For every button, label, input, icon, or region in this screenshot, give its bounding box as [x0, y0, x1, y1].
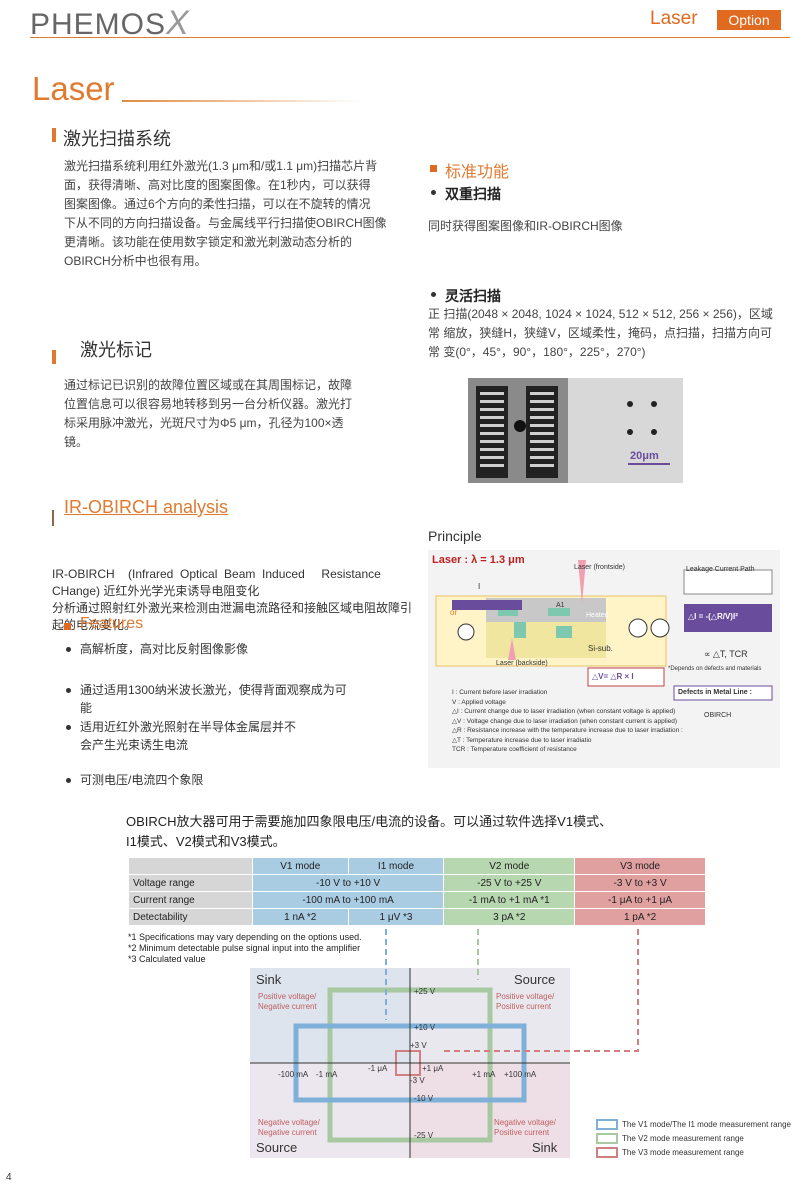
bullet-dot — [66, 725, 71, 730]
feature-item: 可测电压/电流四个象限 — [80, 773, 204, 787]
bullet-dot — [66, 688, 71, 693]
dual-scan-body: 同时获得图案图像和IR-OBIRCH图像 — [428, 219, 623, 233]
flex-scan-body: 正 扫描(2048 × 2048, 1024 × 1024, 512 × 512… — [428, 307, 773, 359]
i-label: +1 mA — [472, 1070, 496, 1079]
table-notes: *1 Specifications may vary depending on … — [128, 932, 362, 964]
marking-body: 通过标记已识别的故障位置区域或在其周围标记，故障位置信息可以很容易地转移到另一台… — [64, 378, 353, 449]
i-label: -1 mA — [316, 1070, 338, 1079]
page-number: 4 — [6, 1172, 12, 1183]
section-bar — [52, 350, 56, 364]
table-header: V3 mode — [574, 857, 706, 875]
header-divider — [30, 37, 790, 38]
table-header: V1 mode — [251, 857, 349, 875]
i-label: +100 mA — [504, 1070, 537, 1079]
laser-mark-image: 20μm — [468, 378, 683, 483]
feature-item: 高解析度，高对比反射图像影像 — [80, 642, 249, 656]
bullet-dot — [431, 292, 436, 297]
option-badge: Option — [717, 10, 781, 30]
brand-logo: PHEMOSX — [30, 4, 190, 42]
standard-heading: 标准功能 — [445, 164, 510, 181]
laser-wavelength: Laser : λ = 1.3 μm — [432, 554, 525, 566]
principle-heading: Principle — [428, 528, 482, 544]
flex-scan-title: 灵活扫描 — [445, 288, 501, 304]
features-heading: Features — [80, 615, 144, 632]
formula-delta-v: △V= △R × I — [592, 672, 634, 681]
laser-back-label: Laser (backside) — [496, 660, 548, 667]
mode-connectors — [385, 929, 639, 1052]
table-row: Detectability 1 nA *2 1 μV *3 3 pA *2 1 … — [128, 908, 706, 926]
table-row: Voltage range -10 V to +10 V -25 V to +2… — [128, 874, 706, 892]
header-category: Laser — [650, 8, 698, 29]
depends-note: *Depends on defects and materials — [668, 666, 762, 672]
i-label: +1 μA — [422, 1064, 444, 1073]
i-label: -100 mA — [278, 1070, 309, 1079]
spec-table: V1 mode I1 mode V2 mode V3 mode Voltage … — [128, 857, 706, 926]
marking-heading: 激光标记 — [80, 340, 152, 360]
title-underline — [122, 100, 362, 102]
or-label: or — [450, 608, 458, 617]
bullet-square — [64, 623, 71, 630]
leakage-label: Leakage Current Path — [686, 566, 755, 573]
table-row: Current range -100 mA to +100 mA -1 mA t… — [128, 891, 706, 909]
defects-label: Defects in Metal Line : — [678, 689, 752, 696]
formula-proportional: ∝ △T, TCR — [704, 649, 748, 659]
bullet-dot — [431, 190, 436, 195]
a1-label: A1 — [556, 602, 565, 609]
bullet-dot — [66, 778, 71, 783]
scan-body: 激光扫描系统利用红外激光(1.3 μm和/或1.1 μm)扫描芯片背面，获得清晰… — [64, 159, 387, 268]
source-label: Source — [514, 972, 556, 987]
feature-item: 适用近红外激光照射在半导体金属层并不会产生光束诱生电流 — [80, 720, 297, 752]
i-label: I — [478, 582, 481, 591]
source-label: Source — [256, 1140, 298, 1155]
feature-item: 通过适用1300纳米波长激光，使得背面观察成为可能 — [80, 683, 347, 715]
scan-heading: 激光扫描系统 — [63, 129, 171, 149]
v-label: -25 V — [414, 1131, 434, 1140]
obirch-intro: IR-OBIRCH (Infrared Optical Beam Induced… — [52, 567, 413, 632]
i-label: -1 μA — [368, 1064, 388, 1073]
v-label: +3 V — [410, 1041, 427, 1050]
section-bar — [52, 128, 56, 142]
quadrant-desc: Positive voltage/Negative current — [258, 992, 317, 1011]
sink-label: Sink — [256, 972, 282, 987]
laser-front-label: Laser (frontside) — [574, 564, 625, 571]
bullet-dot — [66, 647, 71, 652]
dual-scan-title: 双重扫描 — [445, 186, 501, 202]
quadrant-desc: Negative voltage/Positive current — [494, 1118, 556, 1137]
si-sub-label: Si-sub. — [588, 644, 613, 653]
formula-delta-i: △I = -(△R/V)I² — [688, 612, 738, 621]
page-title: Laser — [32, 70, 115, 107]
sink-label: Sink — [532, 1140, 558, 1155]
v-label: +10 V — [414, 1023, 436, 1032]
amplifier-text: OBIRCH放大器可用于需要施加四象限电压/电流的设备。可以通过软件选择V1模式… — [126, 814, 613, 849]
table-header: V2 mode — [443, 857, 576, 875]
bullet-square — [430, 165, 437, 172]
heated-label: Heated — [586, 612, 609, 619]
v-label: -3 V — [410, 1076, 425, 1085]
table-header: I1 mode — [347, 857, 445, 875]
quadrant-desc: Negative voltage/Negative current — [258, 1118, 320, 1137]
section-bar — [52, 510, 54, 526]
v-label: -10 V — [414, 1094, 434, 1103]
obirch-label: OBIRCH — [704, 712, 732, 719]
quadrant-legend: The V1 mode/The I1 mode measurement rang… — [596, 1118, 791, 1160]
quadrant-desc: Positive voltage/Positive current — [496, 992, 555, 1011]
quadrant-diagram: Sink Source Source Sink Positive voltage… — [250, 968, 570, 1158]
v-label: +25 V — [414, 987, 436, 996]
principle-diagram: Laser : λ = 1.3 μm Laser (frontside) Las… — [428, 550, 780, 768]
scale-bar-label: 20μm — [630, 450, 659, 462]
obirch-heading: IR-OBIRCH analysis — [64, 497, 229, 517]
